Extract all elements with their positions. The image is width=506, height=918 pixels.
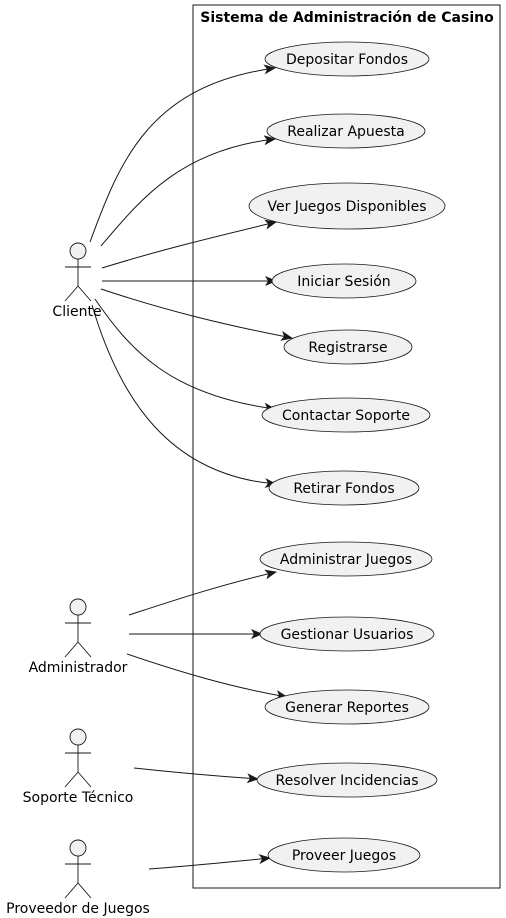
use-case-apuesta[interactable]: Realizar Apuesta <box>266 113 426 149</box>
use-case-label: Gestionar Usuarios <box>281 627 414 643</box>
use-case-ellipse <box>259 541 433 577</box>
association-cliente-depositar <box>89 64 276 243</box>
use-case-ellipse <box>266 113 426 149</box>
use-case-label: Contactar Soporte <box>282 408 410 424</box>
use-case-label: Ver Juegos Disponibles <box>268 199 427 215</box>
use-case-admin_juegos[interactable]: Administrar Juegos <box>259 541 433 577</box>
use-case-ellipse <box>268 470 420 506</box>
use-case-ellipse <box>267 837 421 873</box>
use-case-gestionar[interactable]: Gestionar Usuarios <box>259 616 435 652</box>
association-soporte-incidencias <box>133 767 259 784</box>
actor-label: Administrador <box>29 660 128 676</box>
use-case-label: Realizar Apuesta <box>287 124 405 140</box>
use-case-label: Iniciar Sesión <box>297 274 390 290</box>
use-case-contactar[interactable]: Contactar Soporte <box>261 397 431 433</box>
association-cliente-contactar <box>94 298 276 413</box>
use-case-label: Retirar Fondos <box>293 481 394 497</box>
association-cliente-ver_juegos <box>101 219 277 269</box>
actor-cliente[interactable]: Cliente <box>52 242 102 320</box>
use-case-label: Resolver Incidencias <box>276 773 419 789</box>
use-case-ellipse <box>259 616 435 652</box>
use-case-registrarse[interactable]: Registrarse <box>283 329 413 365</box>
system-title: Sistema de Administración de Casino <box>200 10 494 26</box>
use-case-proveer[interactable]: Proveer Juegos <box>267 837 421 873</box>
use-case-label: Registrarse <box>308 340 387 356</box>
system-boundary <box>192 4 501 889</box>
association-cliente-registrarse <box>100 288 293 341</box>
actor-figure-icon <box>64 242 92 302</box>
associations <box>89 64 293 870</box>
use-case-ver_juegos[interactable]: Ver Juegos Disponibles <box>248 182 446 230</box>
use-case-label: Proveer Juegos <box>292 848 396 864</box>
actor-figure-icon <box>64 728 92 788</box>
use-case-retirar[interactable]: Retirar Fondos <box>268 470 420 506</box>
actor-label: Proveedor de Juegos <box>6 901 150 917</box>
use-case-ellipse <box>264 41 430 77</box>
use-case-ellipse <box>248 182 446 230</box>
use-case-ellipse <box>256 762 438 798</box>
association-cliente-retirar <box>91 304 277 489</box>
actor-label: Cliente <box>52 304 101 320</box>
use-case-label: Depositar Fondos <box>286 52 408 68</box>
actor-soporte[interactable]: Soporte Técnico <box>23 728 134 806</box>
actor-label: Soporte Técnico <box>23 790 134 806</box>
use-case-ellipse <box>271 263 417 299</box>
actor-figure-icon <box>64 598 92 658</box>
use-case-ellipse <box>261 397 431 433</box>
association-administrador-admin_juegos <box>128 569 277 616</box>
use-case-depositar[interactable]: Depositar Fondos <box>264 41 430 77</box>
use-case-sesion[interactable]: Iniciar Sesión <box>271 263 417 299</box>
actor-figure-icon <box>64 839 92 899</box>
use-case-incidencias[interactable]: Resolver Incidencias <box>256 762 438 798</box>
use-case-label: Generar Reportes <box>285 700 409 716</box>
actor-proveedor[interactable]: Proveedor de Juegos <box>6 839 150 917</box>
association-administrador-reportes <box>126 653 288 701</box>
association-cliente-apuesta <box>100 135 276 247</box>
use-case-ellipse <box>264 689 430 725</box>
association-proveedor-proveer <box>148 854 271 870</box>
use-case-label: Administrar Juegos <box>280 552 412 568</box>
use-case-ellipse <box>283 329 413 365</box>
actor-administrador[interactable]: Administrador <box>29 598 128 676</box>
use-case-reportes[interactable]: Generar Reportes <box>264 689 430 725</box>
